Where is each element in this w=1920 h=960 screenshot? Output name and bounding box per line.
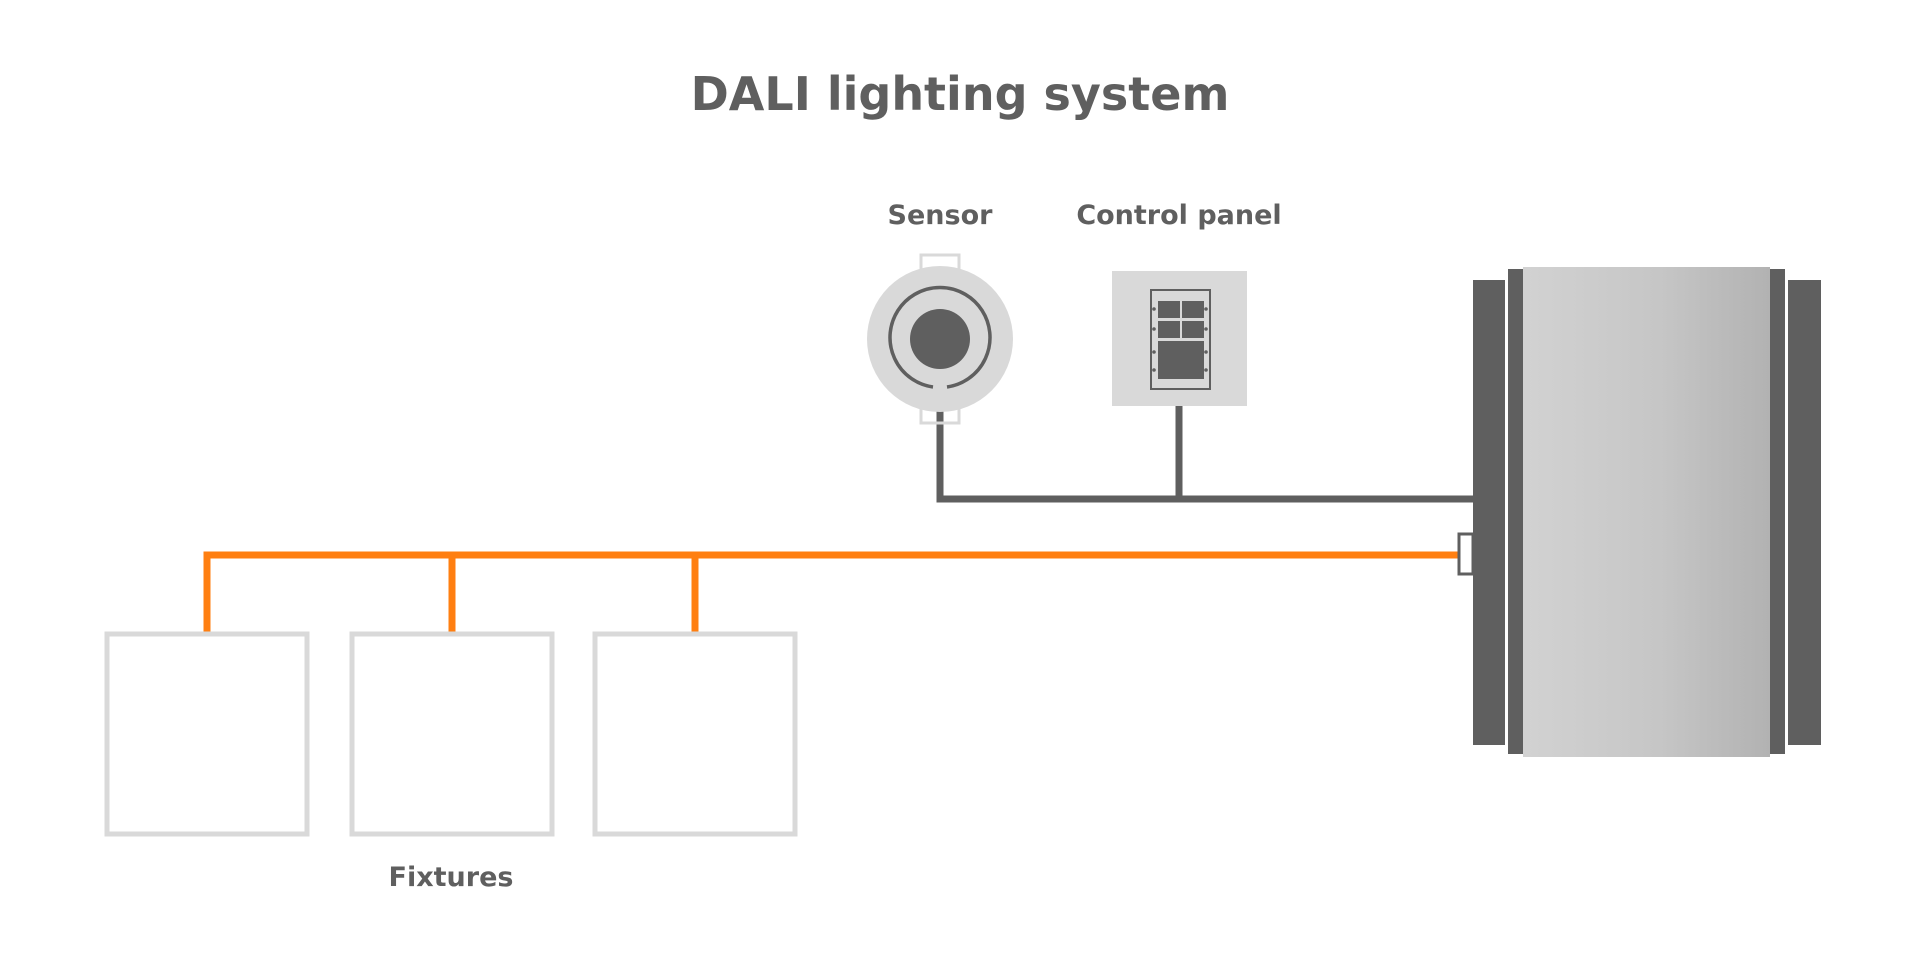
sensor-label: Sensor [888,200,994,231]
fixture [104,631,310,837]
sensor-icon [867,253,1013,425]
keypad-icon [1112,271,1247,406]
fixtures-label: Fixtures [389,862,514,893]
fixture [349,631,555,837]
control-bus-line [936,404,1473,503]
fixture [592,631,798,837]
control-panel-label: Control panel [1076,200,1281,231]
fixtures-group [104,631,798,837]
diagram-title: DALI lighting system [691,67,1230,121]
dali-controller-cabinet [1457,267,1821,757]
dali-bus-line [203,551,1470,632]
